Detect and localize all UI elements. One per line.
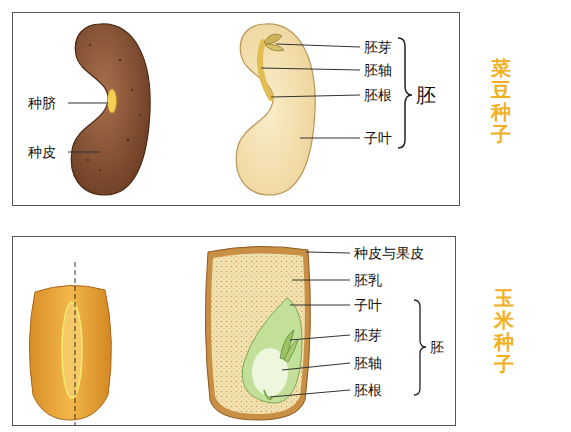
leader-line: [290, 335, 350, 340]
panel-title: 菜豆种子: [491, 57, 511, 145]
speckle: [87, 159, 89, 161]
part-label: 胚芽: [364, 38, 392, 56]
part-label: 胚: [416, 83, 436, 107]
corn-plumule: [284, 340, 298, 362]
radicle: [260, 42, 271, 98]
plumule: [266, 44, 284, 51]
speckle: [131, 89, 133, 91]
part-label: 胚芽: [354, 326, 382, 344]
leader-line: [306, 252, 350, 253]
leader-line: [270, 390, 350, 397]
leader-line: [300, 138, 360, 139]
hilum: [108, 89, 117, 113]
panel-title: 玉米种子: [494, 287, 514, 375]
part-label: 胚轴: [354, 354, 382, 372]
corn-seed-section: [205, 246, 310, 420]
speckle: [99, 169, 101, 171]
cotyledon: [236, 24, 315, 195]
part-label: 种皮与果皮: [354, 244, 424, 262]
leader-line: [290, 305, 350, 306]
part-label: 胚乳: [354, 271, 382, 289]
seed-panel: 菜豆种子: [12, 12, 460, 206]
bean-seed-outer: [71, 24, 150, 195]
bracket: [398, 38, 412, 148]
corn-radicle: [264, 390, 272, 399]
speckle: [89, 44, 91, 46]
leader-line: [261, 68, 360, 70]
part-label: 种皮: [28, 143, 56, 161]
leader-lines: [68, 44, 360, 152]
speckle: [127, 139, 130, 142]
plumule: [264, 34, 282, 44]
part-label: 胚: [430, 338, 444, 356]
bracket: [414, 300, 426, 395]
seed-coat: [71, 24, 150, 195]
leader-line: [271, 95, 360, 97]
leader-line: [276, 44, 360, 47]
corn-cotyledon: [242, 298, 302, 403]
leader-line: [68, 103, 108, 104]
part-label: 胚轴: [364, 61, 392, 79]
leader-line: [68, 152, 100, 153]
part-label: 胚根: [364, 86, 392, 104]
bean-seed-inner: [236, 24, 315, 195]
part-label: 胚根: [354, 381, 382, 399]
leader-line: [282, 363, 350, 370]
part-label: 子叶: [364, 129, 392, 147]
pericarp: [205, 246, 310, 420]
part-label: 种脐: [28, 94, 56, 112]
speckle: [139, 114, 141, 116]
leader-line: [292, 280, 350, 281]
endosperm: [211, 253, 305, 414]
corn-kernel: [29, 285, 111, 420]
cut-line: [75, 262, 76, 426]
embryo-outline: [62, 302, 82, 398]
speckle: [119, 59, 121, 61]
leader-lines: [270, 252, 350, 397]
corn-seed-outer: [29, 262, 111, 426]
part-label: 子叶: [354, 296, 382, 314]
seed-panel: 玉米种子: [12, 236, 456, 426]
